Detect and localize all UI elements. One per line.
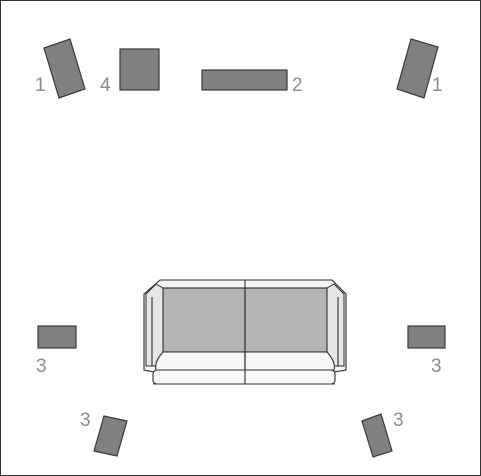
sofa-base xyxy=(152,369,336,385)
sofa-left-armrest xyxy=(145,283,164,367)
surround-left-speaker xyxy=(37,325,77,349)
sofa-left-back-cushion xyxy=(162,287,246,353)
rear-left-speaker xyxy=(93,415,128,457)
sofa-left-seat-cushion xyxy=(155,351,246,371)
subwoofer-label: 4 xyxy=(100,75,111,96)
surround-right-label: 3 xyxy=(431,356,442,377)
front-left-label: 1 xyxy=(35,75,46,96)
front-right-speaker xyxy=(396,38,439,99)
front-left-speaker xyxy=(43,38,86,99)
center-label: 2 xyxy=(292,75,303,96)
center-speaker xyxy=(201,69,288,91)
rear-right-label: 3 xyxy=(393,410,404,431)
sofa-right-back-cushion xyxy=(244,287,328,353)
sofa-right-armrest xyxy=(326,283,345,367)
surround-right-speaker xyxy=(407,325,446,349)
surround-left-label: 3 xyxy=(36,356,47,377)
sofa-right-seat-cushion xyxy=(244,351,335,371)
front-right-label: 1 xyxy=(432,75,443,96)
rear-right-speaker xyxy=(361,413,393,458)
subwoofer-speaker xyxy=(119,48,160,91)
rear-left-label: 3 xyxy=(80,410,91,431)
sofa xyxy=(143,279,347,385)
